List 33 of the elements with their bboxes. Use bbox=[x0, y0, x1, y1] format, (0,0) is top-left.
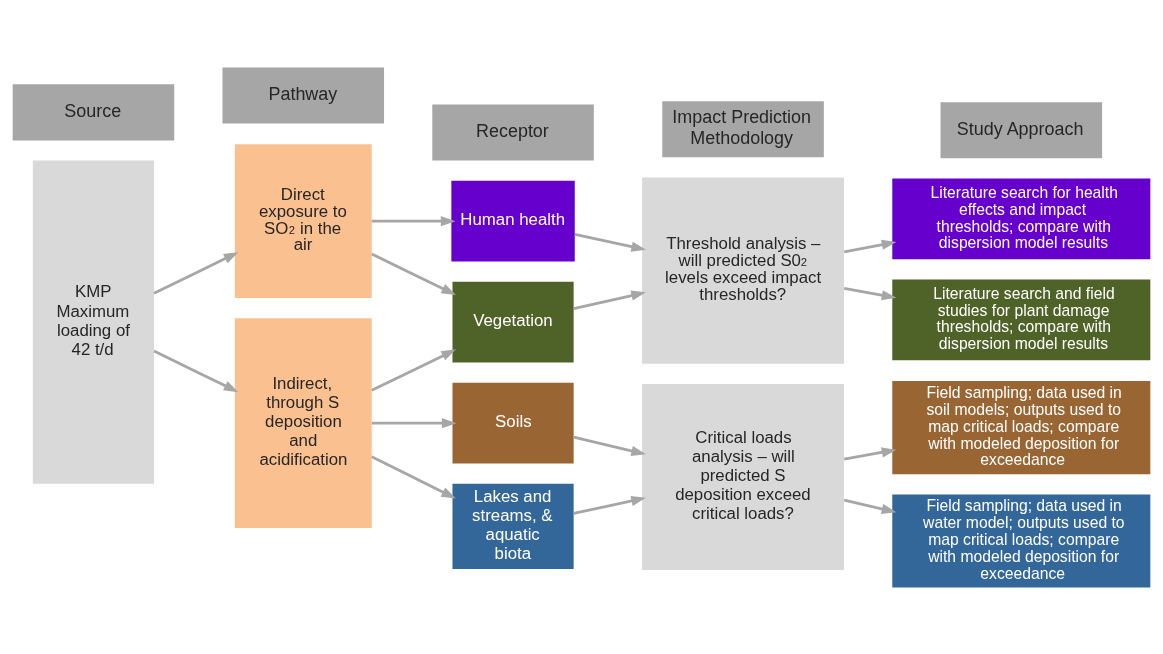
node-box: Lakes and streams, & aquatic biota bbox=[452, 483, 574, 569]
node-box: Receptor bbox=[432, 104, 594, 161]
node-box: Literature search for health effects and impact thresholds; compare with dispersion model results bbox=[892, 178, 1151, 259]
node-box: Literature search and field studies for plant damage thresholds; compare with dispersion model results bbox=[892, 279, 1151, 360]
arrow bbox=[843, 446, 897, 460]
arrow bbox=[573, 495, 646, 515]
node-box: Soils bbox=[452, 382, 574, 464]
node-box: Vegetation bbox=[452, 281, 574, 363]
node-box: Impact Prediction Methodology bbox=[662, 100, 824, 157]
node-box: Field sampling; data used in water model; outputs used to map critical loads; compare with modeled deposition for exceedance bbox=[892, 493, 1151, 587]
arrow bbox=[371, 215, 456, 226]
node-box: Indirect, through S deposition and acidification bbox=[234, 317, 372, 528]
node-box: Threshold analysis – will predicted S02 levels exceed impact thresholds? bbox=[642, 176, 845, 364]
arrow bbox=[371, 417, 457, 428]
arrow bbox=[843, 286, 897, 300]
node-box: Human health bbox=[451, 180, 575, 262]
arrow bbox=[843, 239, 897, 253]
arrow bbox=[371, 252, 457, 295]
arrow bbox=[371, 454, 457, 499]
node-box: Pathway bbox=[222, 67, 385, 124]
node-box: Source bbox=[12, 83, 175, 140]
node-box: Study Approach bbox=[940, 101, 1103, 158]
arrow bbox=[573, 290, 646, 310]
arrow bbox=[153, 251, 239, 294]
arrow bbox=[574, 232, 646, 252]
node-box: Critical loads analysis – will predicted S deposition exceed critical loads? bbox=[642, 383, 845, 570]
node-box: Direct exposure to SO2 in the air bbox=[234, 143, 372, 298]
node-box: KMP Maximum loading of 42 t/d bbox=[32, 160, 155, 484]
arrow bbox=[843, 498, 897, 514]
node-box: Field sampling; data used in soil models; outputs used to map critical loads; compare with modeled deposition for exceedance bbox=[892, 380, 1151, 474]
arrow bbox=[371, 348, 457, 392]
arrow bbox=[573, 435, 646, 456]
arrow bbox=[153, 349, 239, 392]
